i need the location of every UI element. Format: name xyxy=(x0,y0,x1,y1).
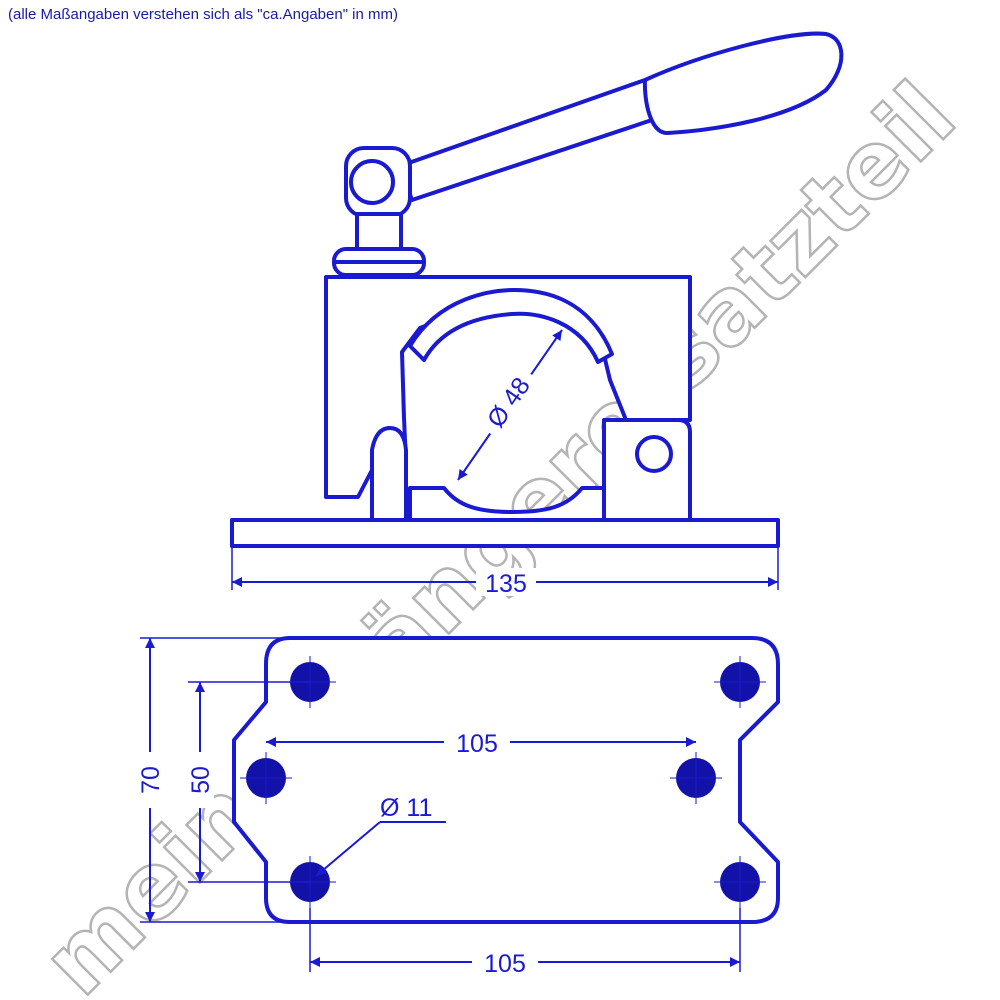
lower-clamp-saddle xyxy=(408,486,606,522)
clamp-left-post xyxy=(370,426,408,522)
clamp-lever xyxy=(398,31,844,202)
lever-pivot xyxy=(344,146,412,218)
hole-spacing-bottom-dimension: 105 xyxy=(309,908,741,978)
hole-spacing-bottom-label: 105 xyxy=(484,950,526,978)
bolt-hole xyxy=(635,435,673,473)
hole-spacing-top-dimension: 105 xyxy=(266,728,696,758)
base-plate xyxy=(230,518,780,548)
inner-height-dimension: 50 xyxy=(186,681,310,883)
hole-spacing-top-label: 105 xyxy=(456,730,498,758)
hole-diameter-leader: Ø 11 xyxy=(315,794,446,877)
dimension-note: (alle Maßangaben verstehen sich als "ca.… xyxy=(8,6,399,23)
plate-height-label: 70 xyxy=(137,766,165,794)
clamp-side-view xyxy=(230,31,844,548)
upper-clamp-jaw xyxy=(408,288,614,364)
spindle xyxy=(332,212,426,277)
plate-height-dimension: 70 xyxy=(136,637,290,923)
base-width-label: 135 xyxy=(485,570,527,598)
inner-height-label: 50 xyxy=(187,766,215,794)
base-width-dimension: 135 xyxy=(231,546,779,598)
mounting-plate-outline xyxy=(232,636,780,924)
hole-diameter-label: Ø 11 xyxy=(380,794,432,822)
